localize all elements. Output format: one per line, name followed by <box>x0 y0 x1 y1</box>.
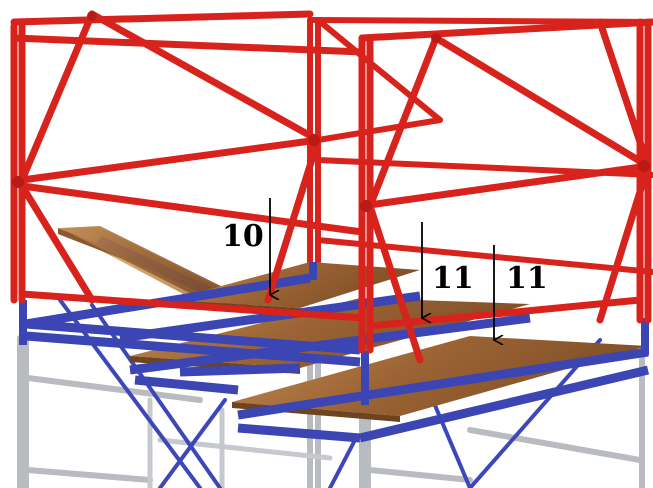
frame-joints <box>12 11 650 212</box>
blue-post-sleeves <box>19 262 649 405</box>
tilted-board <box>58 226 248 308</box>
label-board-11-middle: 11 <box>432 261 474 296</box>
label-board-11-right: 11 <box>506 261 548 296</box>
label-board-10: 10 <box>222 219 264 254</box>
load-arrows <box>270 198 494 340</box>
front-red-frame <box>10 10 653 364</box>
